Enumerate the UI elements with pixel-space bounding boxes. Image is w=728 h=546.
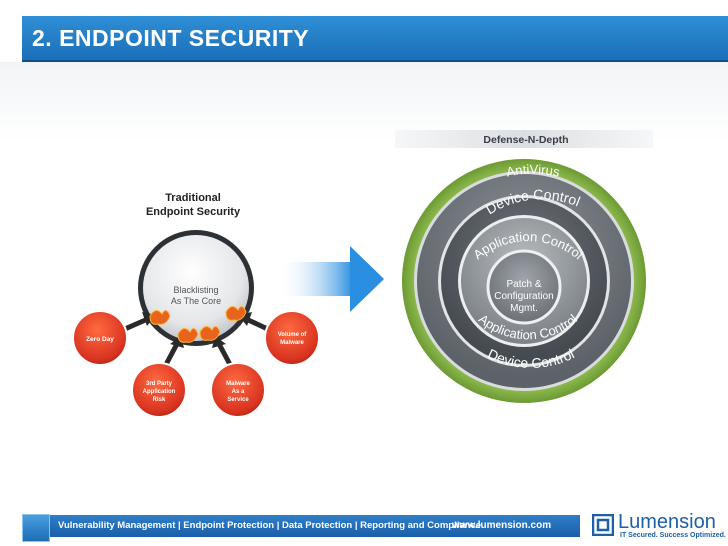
threat-maas-line1: Malware xyxy=(226,381,250,387)
footer-accent-square xyxy=(22,514,50,542)
ring-antivirus-label: AntiVirus xyxy=(505,162,562,180)
brand-tagline: IT Secured. Success Optimized. xyxy=(620,532,726,539)
traditional-heading-line1: Traditional xyxy=(165,192,221,204)
core-label-line1: Blacklisting xyxy=(173,285,218,295)
patch-label-line3: Mgmt. xyxy=(510,303,538,314)
brand-name: Lumension xyxy=(618,511,716,533)
threat-maas-line3: Service xyxy=(227,397,249,403)
threat-zero-day-label: Zero Day xyxy=(86,336,114,343)
patch-label-line1: Patch & xyxy=(506,279,541,290)
defense-header-band xyxy=(395,130,653,148)
threat-third-party-line3: Risk xyxy=(153,397,166,403)
title-bar: 2. ENDPOINT SECURITY xyxy=(22,16,728,60)
footer-url[interactable]: www.lumension.com xyxy=(452,520,552,531)
traditional-heading-line2: Endpoint Security xyxy=(146,206,241,218)
title-divider xyxy=(22,60,728,62)
threat-malware-service xyxy=(210,362,266,418)
breach-flames xyxy=(149,306,247,343)
lumension-logo-icon xyxy=(592,514,614,536)
threat-volume-label-line2: Malware xyxy=(280,340,304,346)
footer-tagline: Vulnerability Management | Endpoint Prot… xyxy=(58,520,482,531)
transition-arrow xyxy=(278,246,384,312)
threat-volume-label-line1: Volume of xyxy=(278,332,308,338)
footer-strip xyxy=(50,515,580,537)
threat-third-party-line1: 3rd Party xyxy=(146,381,173,387)
threat-volume-malware xyxy=(264,310,320,366)
patch-core xyxy=(486,249,562,325)
antivirus-text: AntiVirus xyxy=(505,162,562,180)
threat-maas-line2: As a xyxy=(232,389,245,395)
background-gradient xyxy=(0,62,728,142)
threat-third-party-line2: Application xyxy=(143,389,176,395)
slide-title: 2. ENDPOINT SECURITY xyxy=(32,25,310,51)
patch-label-line2: Configuration xyxy=(494,291,553,302)
defense-header: Defense-N-Depth xyxy=(483,134,568,146)
threat-zero-day xyxy=(72,310,128,366)
threat-third-party xyxy=(131,362,187,418)
core-label-line2: As The Core xyxy=(171,296,221,306)
